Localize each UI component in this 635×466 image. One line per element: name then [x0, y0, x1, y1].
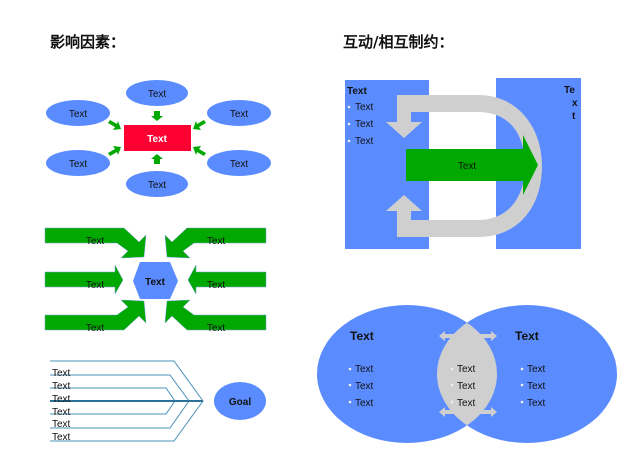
venn-left-bullet: Text [355, 364, 374, 375]
radial-diagram: Text Text Text Text Text Text Text [46, 80, 271, 197]
cycle-right-title: t [572, 111, 576, 122]
converge-right-label: Text [207, 280, 226, 291]
cycle-green-arrow [406, 135, 538, 195]
radial-node [46, 150, 110, 176]
cycle-left-bullet: Text [355, 102, 374, 113]
radial-node-label: Text [148, 180, 167, 191]
radial-node-label: Text [230, 109, 249, 120]
double-arrows [439, 331, 497, 417]
venn-right-bullet: Text [527, 364, 546, 375]
cycle-left-title: Text [347, 86, 367, 97]
cycle-left-bullet: Text [355, 136, 374, 147]
radial-node-label: Text [69, 159, 88, 170]
cycle-diagram: Text Text Text Text Text Te x t [345, 78, 581, 249]
venn-middle-bullet: Text [457, 381, 476, 392]
goal-diagram: Text Text Text Text Text Text Goal [50, 360, 266, 443]
radial-node [207, 100, 271, 126]
venn-left-title: Text [350, 329, 374, 343]
radial-node [207, 150, 271, 176]
converge-left-label: Text [86, 280, 105, 291]
heading-interaction: 互动/相互制约： [343, 33, 453, 51]
radial-center-label: Text [147, 134, 167, 145]
venn-diagram: Text Text Text Text Text Text Text Text … [317, 305, 617, 443]
venn-right-bullet: Text [527, 398, 546, 409]
converge-right-label: Text [207, 323, 226, 334]
radial-node-label: Text [69, 109, 88, 120]
venn-middle-bullet: Text [457, 364, 476, 375]
u-turn-arrow [386, 95, 542, 237]
arrow-right-top [164, 227, 267, 259]
goal-line-label: Text [52, 432, 71, 443]
venn-right-bullet: Text [527, 381, 546, 392]
goal-line-label: Text [52, 407, 71, 418]
radial-node-label: Text [230, 159, 249, 170]
radial-node [46, 100, 110, 126]
converge-diagram: Text Text Text Text Text Text Text [44, 227, 267, 334]
venn-left-bullet: Text [355, 398, 374, 409]
radial-node [126, 80, 188, 106]
arrow-right-bottom [164, 299, 267, 331]
goal-line-label: Text [52, 394, 71, 405]
converge-right-label: Text [207, 236, 226, 247]
arrow-right-middle [187, 264, 267, 295]
converge-center-label: Text [145, 277, 165, 288]
cycle-left-bullet: Text [355, 119, 374, 130]
arrow-left-middle [44, 264, 124, 295]
venn-right-title: Text [515, 329, 539, 343]
small-arrows [108, 111, 206, 164]
cycle-right-title: x [572, 98, 578, 109]
venn-intersection [437, 305, 497, 443]
goal-line-label: Text [52, 368, 71, 379]
radial-center-box [124, 125, 191, 151]
venn-middle-bullet: Text [457, 398, 476, 409]
arrow-left-bottom [44, 299, 147, 331]
cycle-right-title: Te [564, 85, 575, 96]
goal-line-label: Text [52, 381, 71, 392]
radial-node [126, 171, 188, 197]
radial-node-label: Text [148, 89, 167, 100]
goal-ellipse [214, 382, 266, 420]
converge-left-label: Text [86, 236, 105, 247]
converge-center-hexagon [133, 262, 178, 299]
cycle-arrow-label: Text [458, 161, 477, 172]
heading-influence: 影响因素： [50, 33, 125, 51]
arrow-left-top [44, 227, 147, 259]
goal-label: Goal [229, 397, 251, 408]
converge-left-label: Text [86, 323, 105, 334]
venn-left-bullet: Text [355, 381, 374, 392]
goal-line-label: Text [52, 419, 71, 430]
